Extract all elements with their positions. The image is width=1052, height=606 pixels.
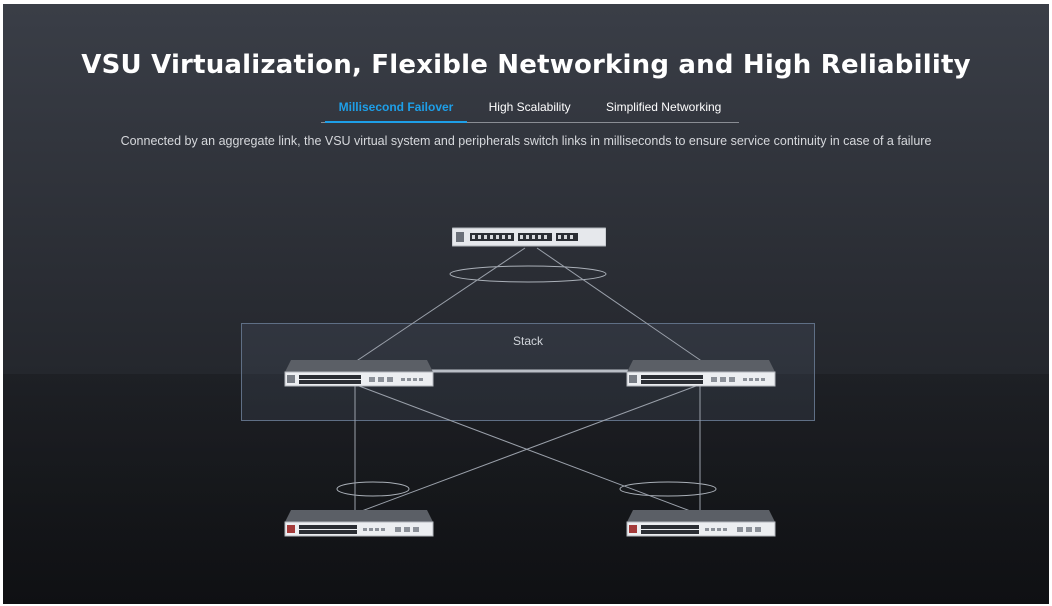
feature-panel: VSU Virtualization, Flexible Networking … — [3, 4, 1049, 604]
link-core-stack-right — [536, 247, 704, 363]
aggregate-link-ellipse-top — [449, 265, 607, 283]
core-switch — [452, 227, 606, 247]
link-stackleft-accessright — [358, 385, 694, 513]
tab-high-scalability[interactable]: High Scalability — [488, 100, 571, 114]
aggregate-link-ellipse-left — [336, 481, 410, 497]
access-switch-right — [626, 510, 776, 537]
tab-bar: Millisecond Failover High Scalability Si… — [321, 94, 739, 123]
tab-millisecond-failover[interactable]: Millisecond Failover — [324, 94, 468, 123]
stack-switch-left — [284, 360, 434, 387]
aggregate-link-ellipse-right — [619, 481, 717, 497]
link-core-stack-left — [354, 247, 526, 363]
stack-label: Stack — [512, 334, 543, 348]
stack-switch-right — [626, 360, 776, 387]
link-stackright-accessleft — [358, 385, 697, 513]
tab-description: Connected by an aggregate link, the VSU … — [120, 134, 932, 148]
access-switch-left — [284, 510, 434, 537]
page-title: VSU Virtualization, Flexible Networking … — [81, 50, 971, 80]
network-links — [336, 247, 717, 513]
tab-simplified-networking[interactable]: Simplified Networking — [605, 100, 722, 114]
